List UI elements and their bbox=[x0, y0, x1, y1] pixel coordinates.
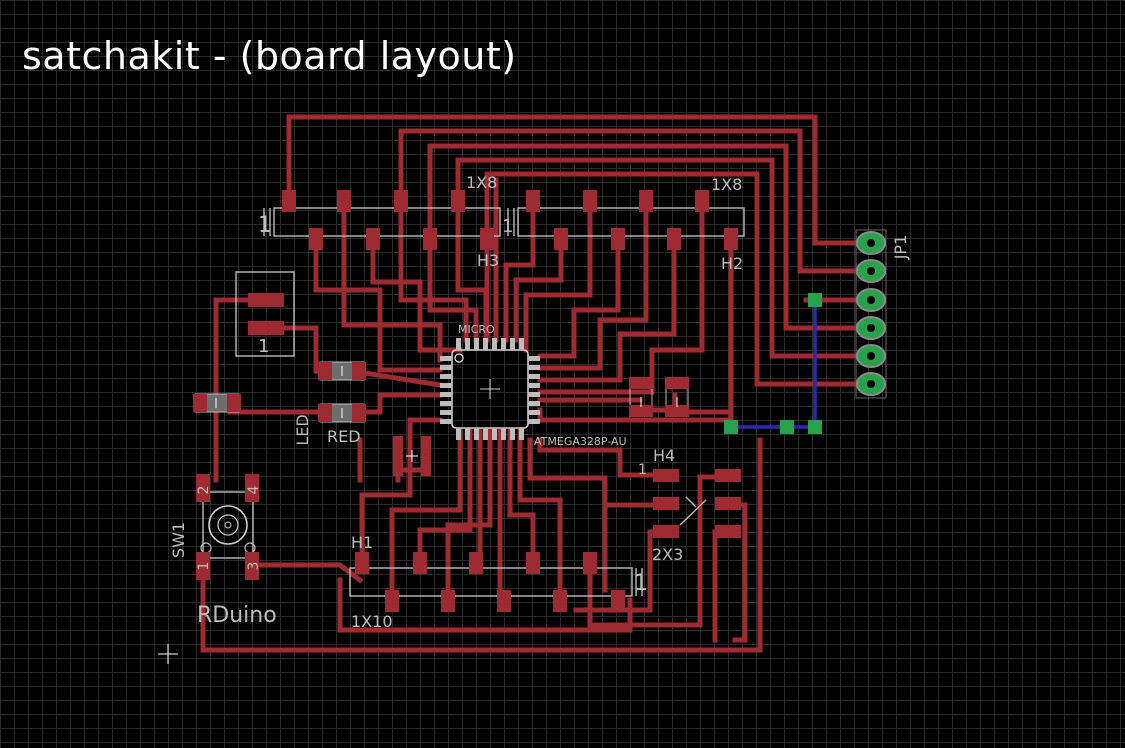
header-h4[interactable] bbox=[653, 469, 741, 538]
h4-pin1-label: 1 bbox=[638, 462, 647, 478]
chip-pin-bottom bbox=[474, 428, 479, 440]
capacitor-vertical[interactable] bbox=[393, 436, 431, 476]
chip-pin-left bbox=[440, 419, 452, 424]
led-name-label: LED bbox=[293, 414, 312, 445]
chip-pin-top bbox=[492, 338, 497, 350]
jp1-pad-hole bbox=[867, 267, 875, 275]
origin-crosshair bbox=[158, 644, 178, 664]
h4-name-label: H4 bbox=[653, 446, 675, 465]
led-red[interactable] bbox=[318, 403, 366, 423]
capacitor-pair[interactable] bbox=[629, 377, 689, 417]
chip-pin-left bbox=[440, 374, 452, 379]
chip-pin-left bbox=[440, 401, 452, 406]
board-title: satchakit - (board layout) bbox=[22, 34, 517, 78]
chip-pin-right bbox=[528, 419, 540, 424]
resistor-left[interactable] bbox=[193, 393, 241, 413]
jp1-pad-hole bbox=[867, 324, 875, 332]
chip-pin-right bbox=[528, 410, 540, 415]
jp1-name-label: JP1 bbox=[891, 235, 910, 261]
h4-type-label: 2X3 bbox=[652, 545, 683, 564]
header-h3[interactable] bbox=[263, 190, 501, 250]
chip-pin-left bbox=[440, 410, 452, 415]
chip-top-label: MICRO bbox=[458, 323, 495, 336]
connector-jp1[interactable] bbox=[855, 229, 887, 399]
sw1-pin1-label: 1 bbox=[196, 562, 212, 571]
chip-pin-right bbox=[528, 365, 540, 370]
sw1-pin3-label: 3 bbox=[246, 562, 262, 571]
h1-name-label: H1 bbox=[351, 533, 373, 552]
chip-pin-left bbox=[440, 356, 452, 361]
regulator[interactable] bbox=[235, 271, 295, 357]
sw1-pin2-label: 2 bbox=[196, 486, 212, 495]
board-name-label: RDuino bbox=[197, 603, 277, 628]
sw1-pin4-label: 4 bbox=[246, 485, 262, 494]
h3-name-label: H3 bbox=[477, 251, 499, 270]
chip-pin-bottom bbox=[465, 428, 470, 440]
bottom-copper-traces bbox=[731, 300, 817, 429]
chip-pin-top bbox=[483, 338, 488, 350]
sw1-name-label: SW1 bbox=[169, 522, 188, 558]
top-copper-traces bbox=[200, 114, 875, 653]
chip-pin-right bbox=[528, 356, 540, 361]
chip-pin-bottom bbox=[510, 428, 515, 440]
vias bbox=[724, 293, 822, 434]
chip-pin-right bbox=[528, 383, 540, 388]
chip-pin-bottom bbox=[501, 428, 506, 440]
chip-pin-bottom bbox=[492, 428, 497, 440]
chip-pin-top bbox=[510, 338, 515, 350]
jp1-pad-hole bbox=[867, 380, 875, 388]
chip-pin-bottom bbox=[483, 428, 488, 440]
chip-pin-top bbox=[519, 338, 524, 350]
jp1-pad-hole bbox=[867, 352, 875, 360]
h3-type-label: 1X8 bbox=[466, 173, 497, 192]
h2-pin1-label: 1 bbox=[502, 216, 513, 237]
jp1-pad-hole bbox=[867, 239, 875, 247]
chip-pin-right bbox=[528, 374, 540, 379]
led-resistor-top[interactable] bbox=[318, 361, 366, 381]
chip-pin-right bbox=[528, 401, 540, 406]
chip-part-label: ATMEGA328P-AU bbox=[534, 435, 627, 448]
chip-pin-top bbox=[456, 338, 461, 350]
header-h2[interactable] bbox=[507, 190, 745, 250]
chip-pin-top bbox=[474, 338, 479, 350]
chip-pin-right bbox=[528, 392, 540, 397]
chip-pin-top bbox=[465, 338, 470, 350]
chip-pin-left bbox=[440, 392, 452, 397]
chip-pin-bottom bbox=[456, 428, 461, 440]
h2-name-label: H2 bbox=[721, 254, 743, 273]
header-h1[interactable] bbox=[349, 552, 643, 612]
microcontroller-chip[interactable] bbox=[440, 338, 540, 440]
chip-pin-bottom bbox=[519, 428, 524, 440]
h1-pin1-label: 1 bbox=[634, 571, 648, 596]
chip-pin-left bbox=[440, 383, 452, 388]
chip-pin-left bbox=[440, 365, 452, 370]
led-color-label: RED bbox=[327, 427, 361, 446]
h2-type-label: 1X8 bbox=[711, 175, 742, 194]
jp1-pad-hole bbox=[867, 296, 875, 304]
h1-type-label: 1X10 bbox=[351, 612, 393, 631]
regulator-pin1-label: 1 bbox=[258, 336, 269, 357]
h3-pin1-label: 1 bbox=[258, 213, 272, 238]
chip-pin-top bbox=[501, 338, 506, 350]
switch-sw1[interactable] bbox=[196, 474, 259, 580]
